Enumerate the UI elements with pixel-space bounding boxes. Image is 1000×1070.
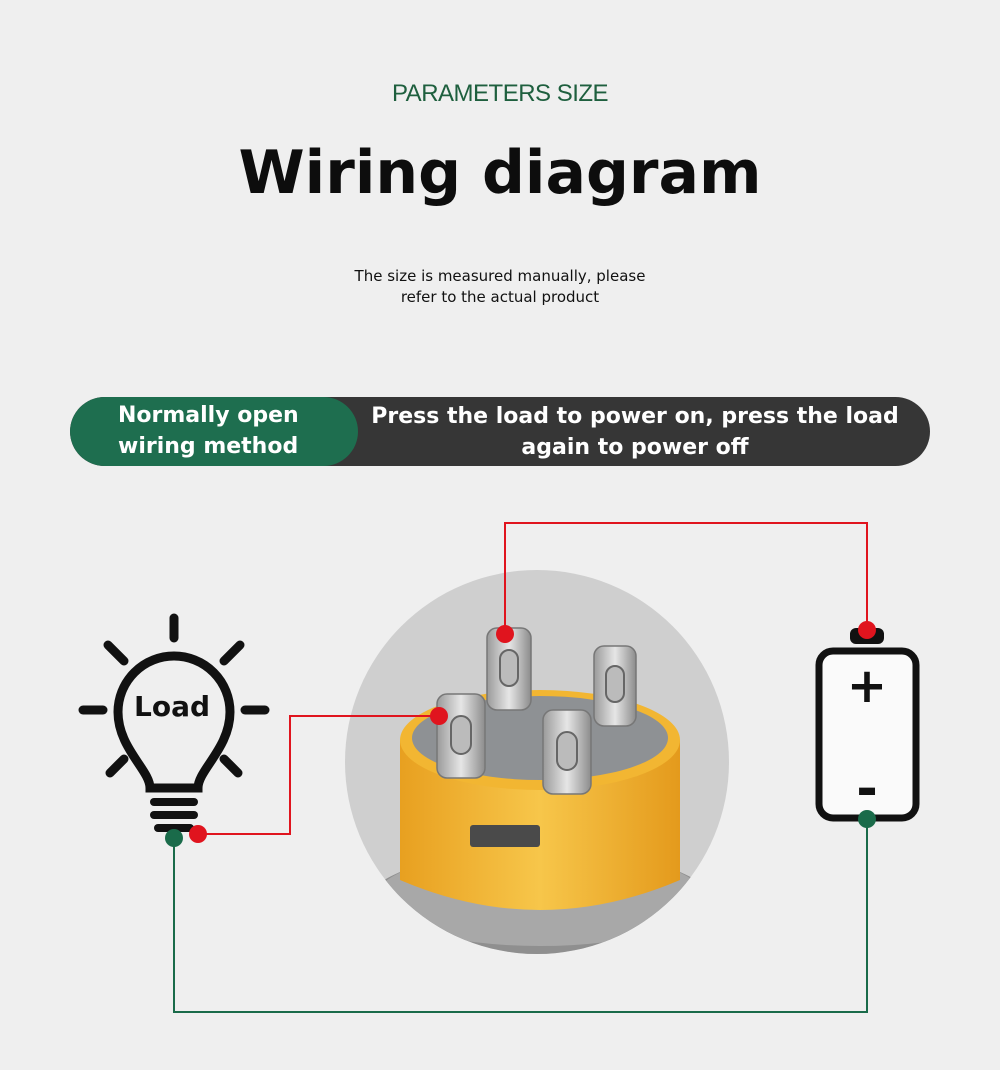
size-note: The size is measured manually, please re… [300, 266, 700, 308]
banner-description-line-1: Press the load to power on, press the lo… [371, 404, 899, 429]
battery-positive-dot [858, 621, 876, 639]
load-negative-dot [165, 829, 183, 847]
positive-wire-battery-to-switch [504, 522, 868, 634]
banner-description: Press the load to power on, press the lo… [370, 397, 900, 466]
switch-pin-top-left [486, 627, 532, 711]
banner-description-line-2: again to power off [521, 435, 749, 460]
battery-icon: + - [815, 628, 920, 822]
battery-minus-sign: - [856, 759, 878, 819]
switch-pin-front-right [542, 709, 592, 795]
size-note-line-2: refer to the actual product [400, 288, 600, 306]
positive-wire-switch-to-load [198, 715, 439, 835]
size-note-line-1: The size is measured manually, please [354, 267, 646, 285]
push-button-switch [345, 570, 729, 954]
load-label: Load [133, 690, 210, 723]
switch-pin-front-left [436, 693, 486, 779]
switch-pin-top-right [593, 645, 637, 727]
light-bulb-icon [78, 613, 270, 832]
negative-wire-load-to-battery [173, 819, 868, 1013]
page-title: Wiring diagram [238, 138, 762, 208]
switch-positive-terminal-dot [496, 625, 514, 643]
banner-method-line-1: Normally open [118, 403, 299, 428]
switch-load-terminal-dot [430, 707, 448, 725]
banner-method-label: Normally open wiring method [70, 397, 358, 466]
wiring-method-banner: Normally open wiring method Press the lo… [70, 397, 930, 466]
subtitle: PARAMETERS SIZE [391, 80, 609, 107]
load-positive-dot [189, 825, 207, 843]
battery-plus-sign: + [847, 658, 887, 714]
battery-negative-dot [858, 810, 876, 828]
banner-method-line-2: wiring method [118, 434, 299, 459]
